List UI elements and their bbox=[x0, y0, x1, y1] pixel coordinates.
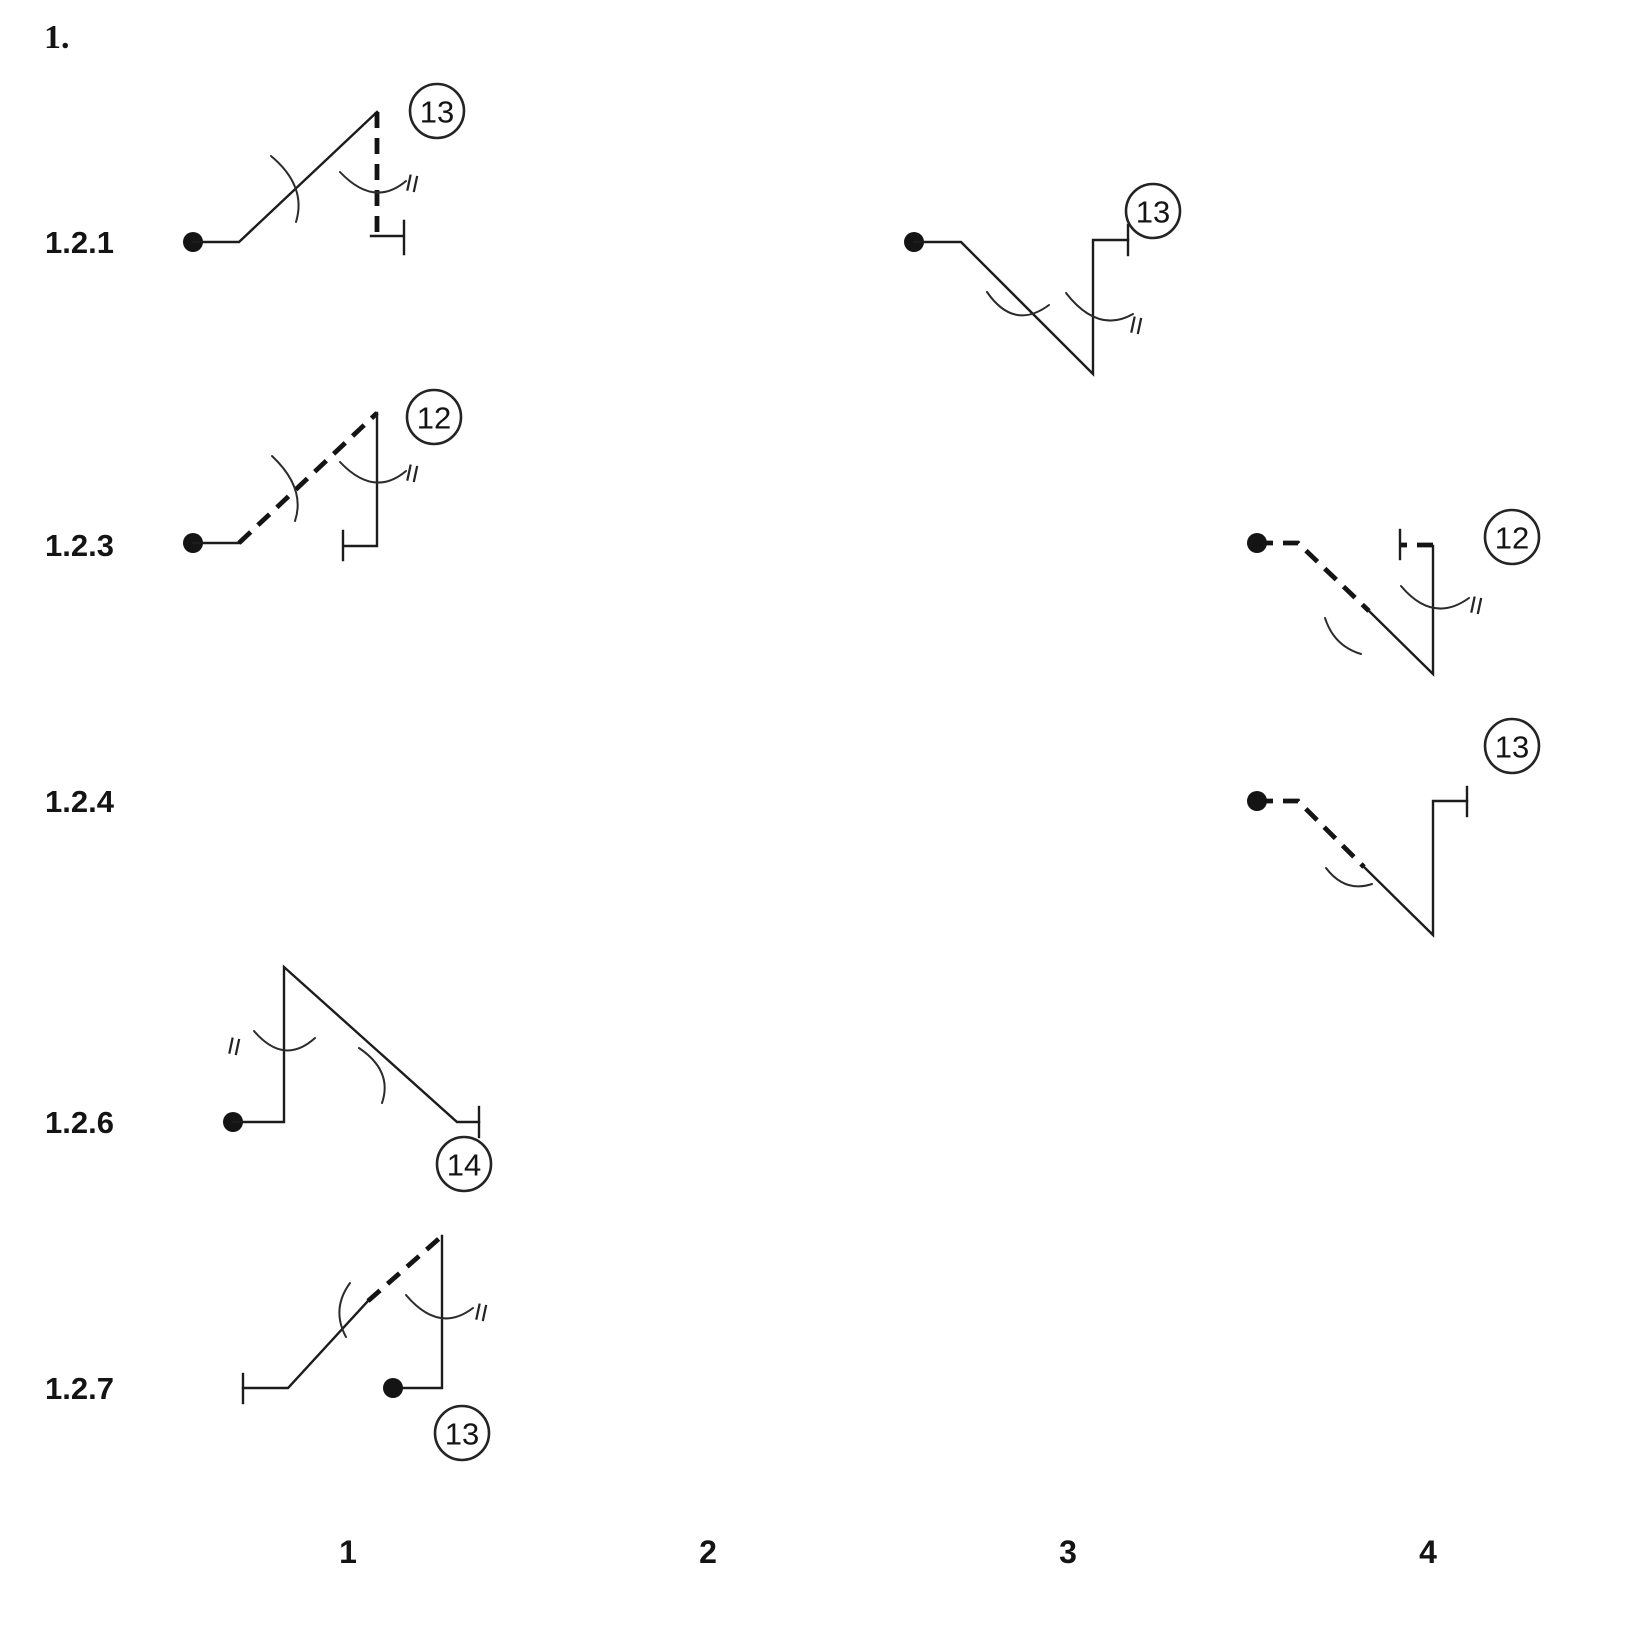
arc-mark bbox=[271, 455, 299, 522]
row-label-1-2-6: 1.2.6 bbox=[45, 1105, 114, 1140]
movement-line bbox=[912, 238, 1130, 377]
row-label-1-2-1: 1.2.1 bbox=[45, 225, 114, 260]
arc-mark bbox=[405, 1294, 474, 1320]
row-label-1-2-7: 1.2.7 bbox=[45, 1371, 114, 1406]
diagram-1-2-4-col4: 13 bbox=[1247, 717, 1541, 938]
dashed-movement-line bbox=[237, 411, 379, 545]
column-label-3: 3 bbox=[1059, 1534, 1077, 1570]
diagram-1-2-6-col1: II 14 bbox=[223, 964, 493, 1193]
column-label-2: 2 bbox=[699, 1534, 717, 1570]
badge-number: 13 bbox=[1136, 195, 1170, 230]
row-label-1-2-3: 1.2.3 bbox=[45, 528, 114, 563]
start-point-dot bbox=[383, 1378, 403, 1398]
movement-line bbox=[241, 1299, 370, 1390]
number-badge: 12 bbox=[1483, 508, 1541, 566]
diagram-1-2-3-col4: II 12 bbox=[1247, 508, 1541, 677]
arc-mark bbox=[338, 1282, 351, 1338]
diagram-1-2-3-col1: II 12 bbox=[183, 388, 463, 562]
number-badge: 13 bbox=[1483, 717, 1541, 775]
badge-number: 14 bbox=[447, 1148, 481, 1183]
column-label-4: 4 bbox=[1419, 1534, 1437, 1570]
movement-line bbox=[231, 964, 481, 1124]
row-label-1-2-4: 1.2.4 bbox=[45, 784, 115, 819]
number-badge: 12 bbox=[405, 388, 463, 446]
arc-mark bbox=[339, 461, 407, 484]
number-badge: 13 bbox=[1124, 182, 1182, 240]
badge-circle bbox=[433, 1404, 491, 1462]
arc-mark bbox=[1324, 617, 1362, 655]
diagram-1-2-1-col3: II 13 bbox=[904, 182, 1182, 377]
number-badge: 13 bbox=[408, 82, 466, 140]
movement-line bbox=[1362, 799, 1469, 938]
movement-line bbox=[391, 1234, 444, 1390]
diagram-1-2-7-col1: II 13 bbox=[241, 1234, 491, 1462]
parallel-mark: II bbox=[403, 459, 422, 488]
parallel-mark: II bbox=[1467, 591, 1486, 620]
badge-number: 12 bbox=[1495, 521, 1529, 556]
badge-circle bbox=[1124, 182, 1182, 240]
badge-circle bbox=[405, 388, 463, 446]
badge-number: 12 bbox=[417, 401, 451, 436]
movement-line bbox=[341, 411, 379, 562]
diagram-1-2-1-col1: II 13 bbox=[183, 82, 466, 256]
badge-number: 13 bbox=[1495, 730, 1529, 765]
badge-circle bbox=[408, 82, 466, 140]
badge-circle bbox=[435, 1135, 493, 1193]
arc-mark bbox=[1065, 292, 1134, 322]
arc-mark bbox=[1400, 585, 1470, 610]
arc-mark bbox=[270, 155, 300, 223]
parallel-mark: II bbox=[472, 1298, 491, 1327]
page-title: 1. bbox=[44, 19, 70, 56]
arc-mark bbox=[339, 171, 407, 194]
movement-line bbox=[1367, 544, 1435, 677]
dashed-movement-line bbox=[1257, 540, 1371, 613]
arc-mark bbox=[1325, 867, 1373, 888]
arc-mark bbox=[253, 1030, 316, 1052]
badge-number: 13 bbox=[445, 1417, 479, 1452]
movement-line bbox=[191, 110, 379, 244]
arc-mark bbox=[358, 1047, 386, 1104]
number-badge: 14 bbox=[435, 1135, 493, 1193]
column-label-1: 1 bbox=[339, 1534, 357, 1570]
number-badge: 13 bbox=[433, 1404, 491, 1462]
parallel-mark: II bbox=[1127, 311, 1146, 340]
arc-mark bbox=[986, 291, 1050, 317]
dashed-movement-line bbox=[1257, 798, 1366, 869]
parallel-mark: II bbox=[225, 1032, 244, 1061]
badge-circle bbox=[1483, 508, 1541, 566]
badge-number: 13 bbox=[420, 95, 454, 130]
parallel-mark: II bbox=[403, 169, 422, 198]
dashed-movement-line bbox=[366, 1234, 444, 1303]
badge-circle bbox=[1483, 717, 1541, 775]
end-tick bbox=[369, 219, 406, 256]
